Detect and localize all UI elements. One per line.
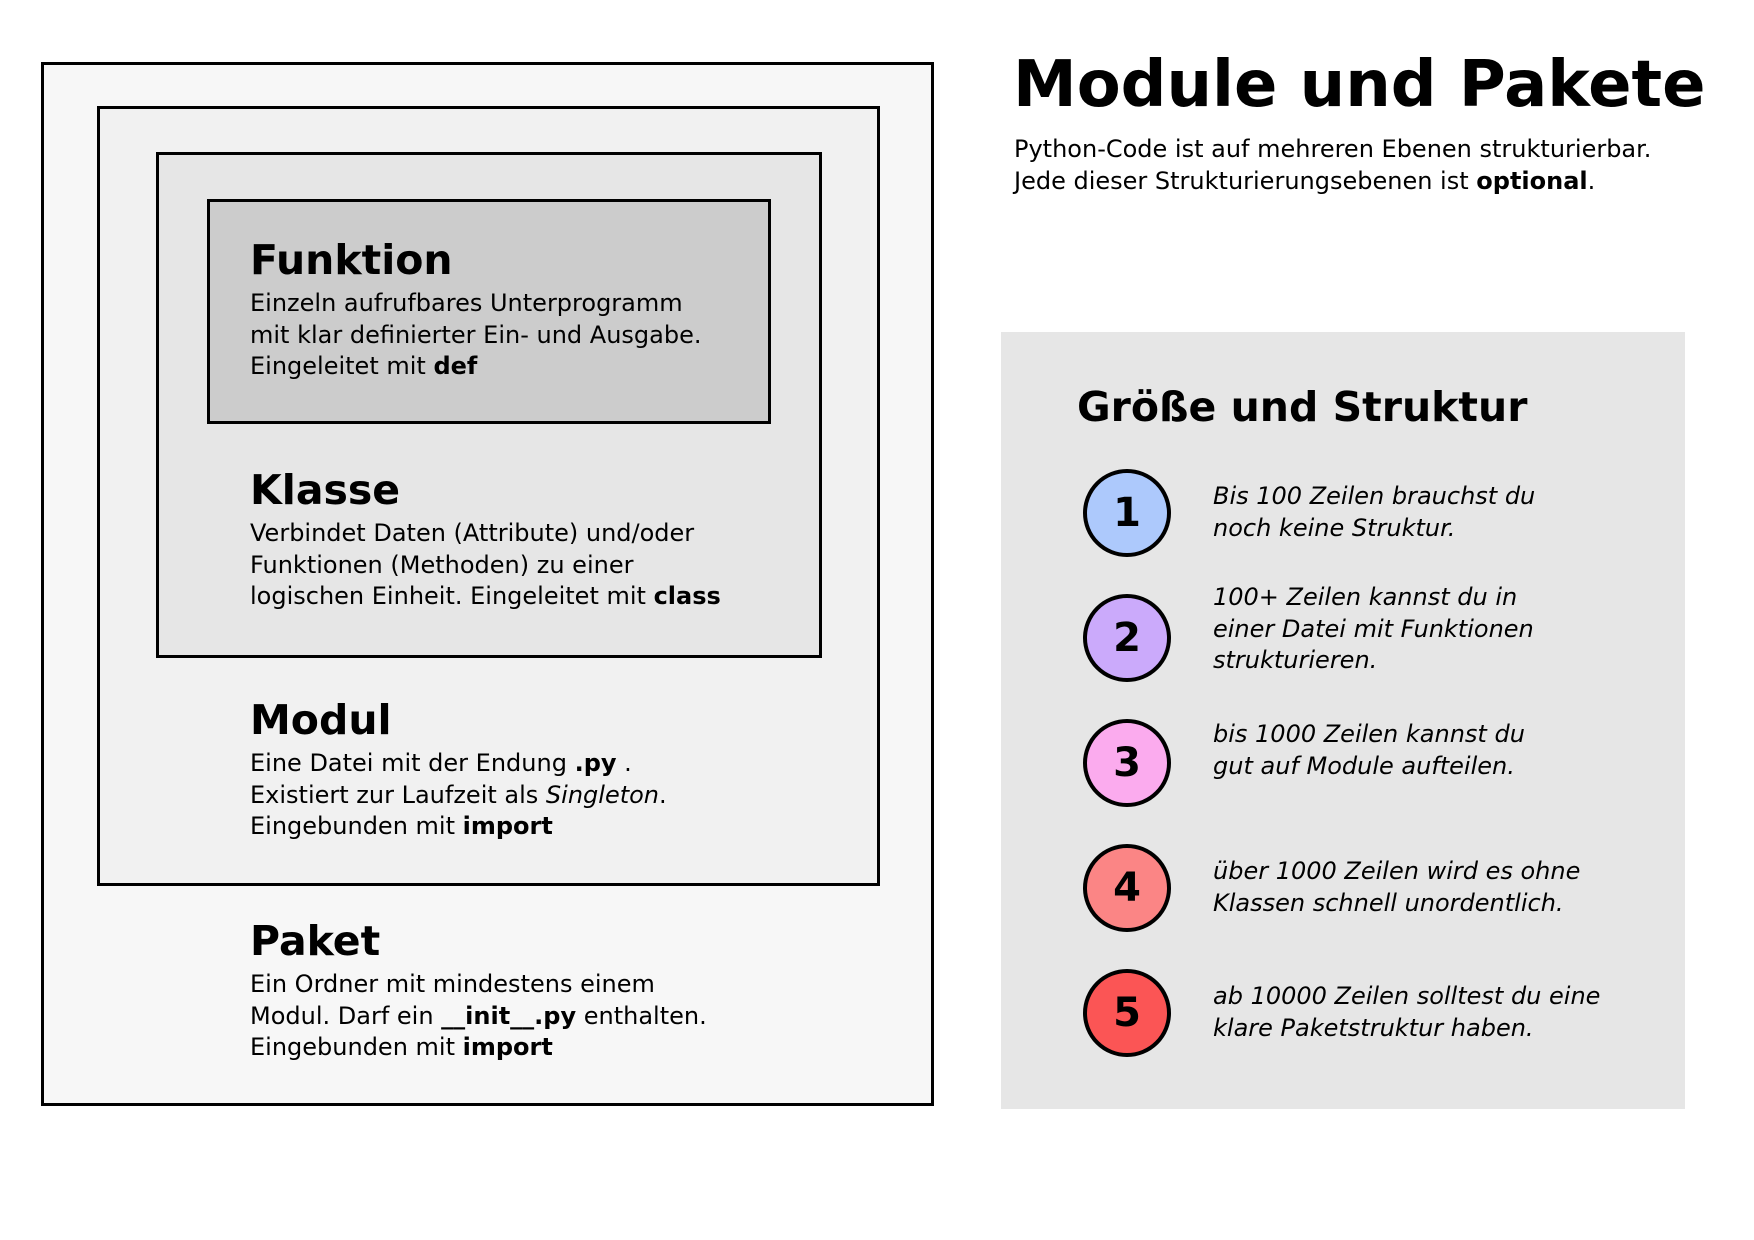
level-3-line-2: gut auf Module aufteilen. — [1213, 751, 1515, 780]
modul-line-1: Eine Datei mit der Endung .py . — [250, 748, 667, 780]
level-1: 1 Bis 100 Zeilen brauchst du noch keine … — [1001, 469, 1685, 557]
level-5: 5 ab 10000 Zeilen solltest du eine klare… — [1001, 969, 1685, 1057]
modul-line-2-suffix: . — [659, 780, 667, 809]
level-2-badge: 2 — [1083, 594, 1171, 682]
level-3: 3 bis 1000 Zeilen kannst du gut auf Modu… — [1001, 719, 1685, 807]
paket-line-3: Eingebunden mit import — [250, 1032, 707, 1064]
klasse-line-1: Verbindet Daten (Attribute) und/oder — [250, 519, 695, 547]
modul-section: Modul Eine Datei mit der Endung .py . Ex… — [250, 696, 667, 843]
funktion-line-1: Einzeln aufrufbares Unterprogramm — [250, 289, 683, 317]
level-2-line-2: einer Datei mit Funktionen — [1213, 614, 1534, 643]
level-1-line-1: Bis 100 Zeilen brauchst du — [1213, 482, 1536, 510]
paket-title: Paket — [250, 917, 381, 965]
klasse-line-3: logischen Einheit. Eingeleitet mit class — [250, 581, 721, 613]
klasse-title: Klasse — [250, 466, 401, 514]
level-1-text: Bis 100 Zeilen brauchst du noch keine St… — [1213, 481, 1653, 544]
paket-init-file: __init__.py — [441, 1001, 577, 1030]
modul-line-1-suffix: . — [616, 749, 632, 777]
level-2: 2 100+ Zeilen kannst du in einer Datei m… — [1001, 583, 1685, 682]
level-4-badge: 4 — [1083, 844, 1171, 932]
paket-description: Ein Ordner mit mindestens einem Modul. D… — [250, 969, 707, 1064]
level-4-line-1: über 1000 Zeilen wird es ohne — [1213, 857, 1581, 885]
level-4-line-2: Klassen schnell unordentlich. — [1213, 888, 1564, 917]
intro-text: Python-Code ist auf mehreren Ebenen stru… — [1014, 133, 1651, 197]
paket-section: Paket Ein Ordner mit mindestens einem Mo… — [250, 917, 707, 1064]
level-3-text: bis 1000 Zeilen kannst du gut auf Module… — [1213, 719, 1653, 782]
modul-description: Eine Datei mit der Endung .py . Existier… — [250, 748, 667, 843]
klasse-line-2: Funktionen (Methoden) zu einer — [250, 550, 634, 579]
level-3-line-1: bis 1000 Zeilen kannst du — [1213, 720, 1525, 748]
funktion-keyword: def — [433, 352, 478, 380]
modul-line-2: Existiert zur Laufzeit als Singleton. — [250, 780, 667, 812]
paket-line-2: Modul. Darf ein __init__.py enthalten. — [250, 1001, 707, 1033]
level-4: 4 über 1000 Zeilen wird es ohne Klassen … — [1001, 844, 1685, 932]
intro-line-2-prefix: Jede dieser Strukturierungsebenen ist — [1014, 167, 1477, 195]
level-1-badge: 1 — [1083, 469, 1171, 557]
level-4-text: über 1000 Zeilen wird es ohne Klassen sc… — [1213, 856, 1653, 919]
modul-line-3-prefix: Eingebunden mit — [250, 812, 463, 840]
level-5-badge: 5 — [1083, 969, 1171, 1057]
intro-line-2-suffix: . — [1587, 167, 1596, 195]
modul-singleton: Singleton — [545, 780, 660, 809]
funktion-title: Funktion — [250, 236, 453, 284]
funktion-box — [207, 199, 771, 424]
size-panel-title: Größe und Struktur — [1077, 383, 1528, 431]
paket-keyword: import — [462, 1033, 553, 1061]
klasse-keyword: class — [653, 582, 721, 610]
funktion-line-3-prefix: Eingeleitet mit — [250, 352, 434, 380]
level-1-line-2: noch keine Struktur. — [1213, 513, 1456, 542]
klasse-description: Verbindet Daten (Attribute) und/oder Fun… — [250, 518, 721, 613]
modul-line-2-prefix: Existiert zur Laufzeit als — [250, 780, 546, 809]
modul-line-3: Eingebunden mit import — [250, 811, 667, 843]
level-3-badge: 3 — [1083, 719, 1171, 807]
modul-line-1-prefix: Eine Datei mit der Endung — [250, 749, 575, 777]
paket-line-2-suffix: enthalten. — [576, 1001, 707, 1030]
intro-line-2: Jede dieser Strukturierungsebenen ist op… — [1014, 165, 1651, 197]
level-2-text: 100+ Zeilen kannst du in einer Datei mit… — [1213, 582, 1653, 677]
modul-extension: .py — [574, 749, 617, 777]
modul-keyword: import — [462, 812, 553, 840]
paket-line-3-prefix: Eingebunden mit — [250, 1033, 463, 1061]
level-2-line-3: strukturieren. — [1213, 646, 1378, 674]
klasse-line-3-prefix: logischen Einheit. Eingeleitet mit — [250, 582, 654, 610]
funktion-line-2: mit klar definierter Ein- und Ausgabe. — [250, 320, 702, 349]
level-2-line-1: 100+ Zeilen kannst du in — [1213, 583, 1518, 611]
size-panel: Größe und Struktur 1 Bis 100 Zeilen brau… — [1001, 332, 1685, 1109]
level-5-line-1: ab 10000 Zeilen solltest du eine — [1213, 982, 1601, 1010]
klasse-section: Klasse Verbindet Daten (Attribute) und/o… — [250, 466, 721, 613]
page-title: Module und Pakete — [1013, 48, 1706, 122]
funktion-line-3: Eingeleitet mit def — [250, 351, 701, 383]
paket-line-1: Ein Ordner mit mindestens einem — [250, 970, 655, 998]
level-5-line-2: klare Paketstruktur haben. — [1213, 1013, 1534, 1042]
modul-title: Modul — [250, 696, 392, 744]
intro-optional: optional — [1476, 167, 1588, 195]
funktion-section: Funktion Einzeln aufrufbares Unterprogra… — [250, 236, 701, 383]
intro-line-1: Python-Code ist auf mehreren Ebenen stru… — [1014, 135, 1652, 163]
funktion-description: Einzeln aufrufbares Unterprogramm mit kl… — [250, 288, 701, 383]
paket-line-2-prefix: Modul. Darf ein — [250, 1001, 442, 1030]
level-5-text: ab 10000 Zeilen solltest du eine klare P… — [1213, 981, 1653, 1044]
